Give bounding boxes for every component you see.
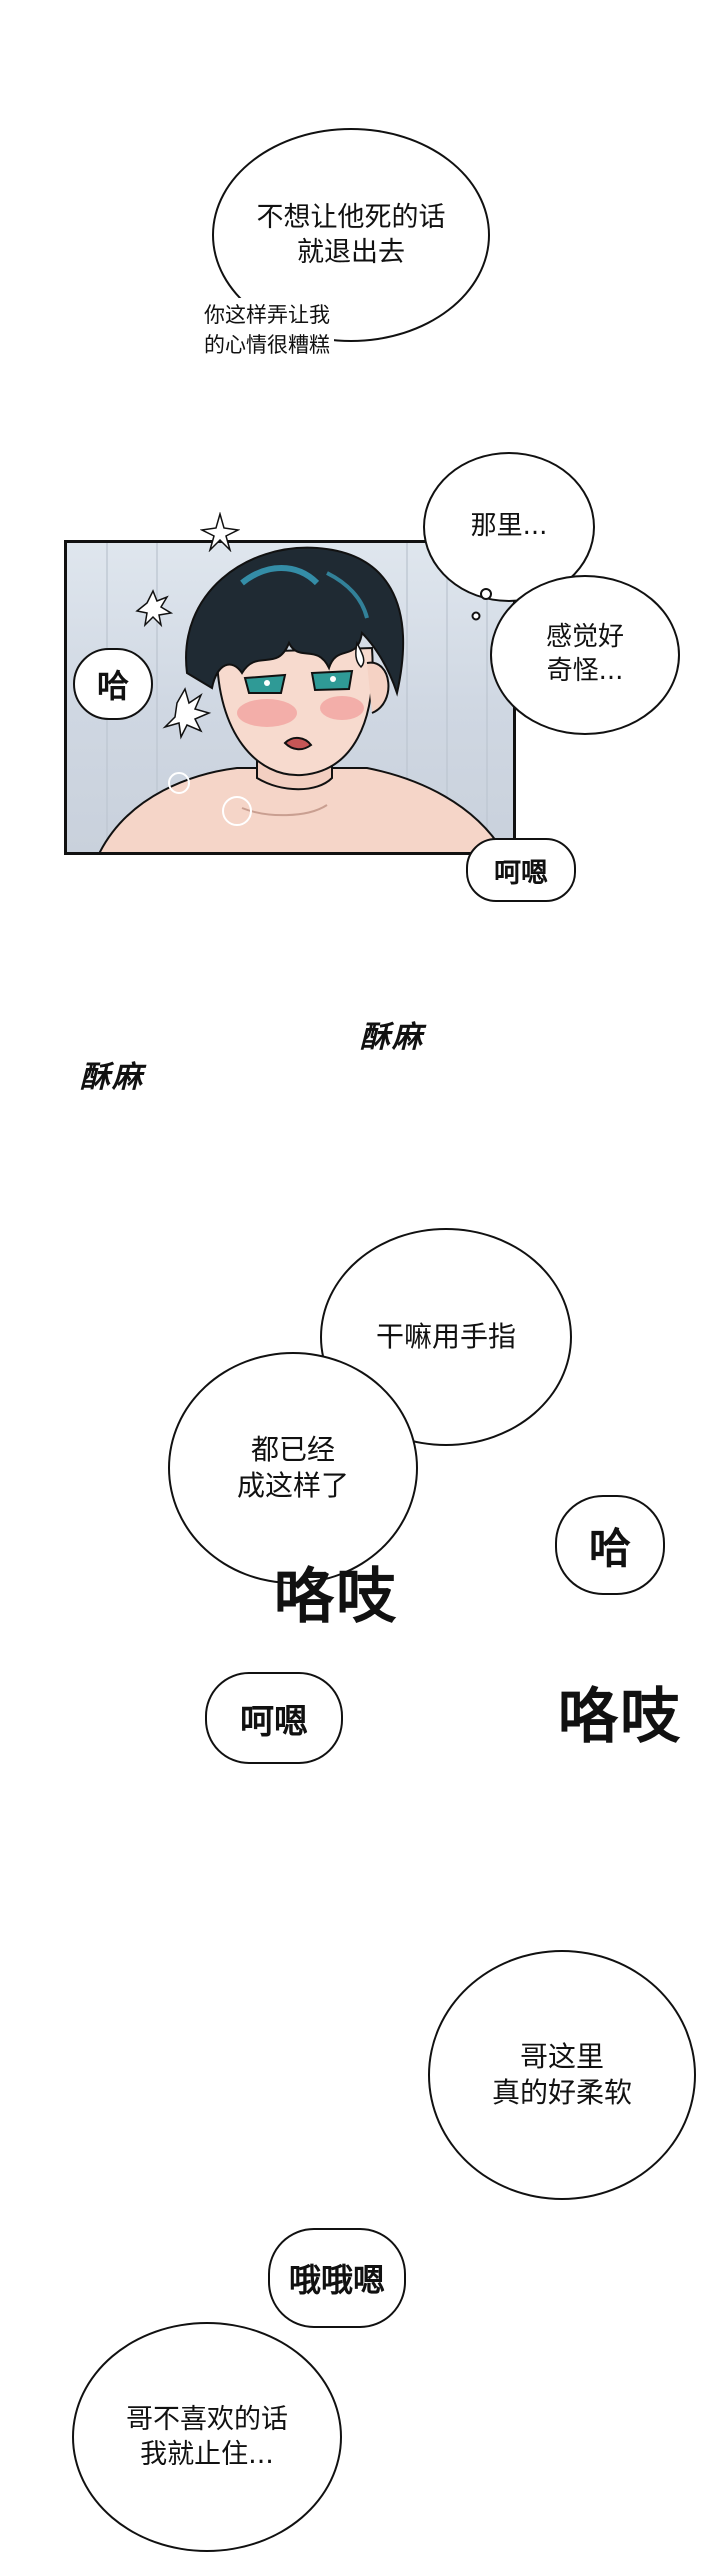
sfx-text: 咯吱 <box>274 1562 398 1632</box>
bubble-text: 哥不喜欢的话 我就止住... <box>126 2403 288 2470</box>
character-illustration <box>99 543 505 852</box>
bubble-text: 哥这里 真的好柔软 <box>491 2039 632 2109</box>
sfx-text: 哈 <box>96 667 129 705</box>
sparkle-icon <box>200 512 240 552</box>
bubble-text: 感觉好 奇怪... <box>545 622 624 686</box>
sfx-bubble: 呵嗯 <box>466 838 576 902</box>
speech-bubble: 哥这里 真的好柔软 <box>428 1950 696 2200</box>
bubble-text: 那里... <box>470 511 548 542</box>
speech-bubble: 哥不喜欢的话 我就止住... <box>72 2322 342 2552</box>
sfx-bubble: 哈 <box>555 1495 665 1595</box>
bubble-text: 不想让他死的话 就退出去 <box>256 201 446 268</box>
bubble-text: 都已经 成这样了 <box>236 1432 349 1502</box>
speech-bubble: 感觉好 奇怪... <box>490 575 680 735</box>
thought-dots <box>471 588 492 621</box>
sfx-text: 哈 <box>588 1523 631 1573</box>
bubble-text: 干嘛用手指 <box>375 1319 516 1353</box>
sfx-text: 呵嗯 <box>240 1701 308 1742</box>
sfx-text: 呵嗯 <box>494 857 548 889</box>
sfx-bubble: 哈 <box>73 648 153 720</box>
sfx-bubble: 哦哦嗯 <box>268 2228 406 2328</box>
sfx-text: 酥麻 <box>360 1020 424 1055</box>
sfx-text: 咯吱 <box>558 1682 682 1752</box>
sfx-text: 酥麻 <box>80 1060 144 1095</box>
sfx-text: 哦哦嗯 <box>288 2261 385 2299</box>
sfx-bubble: 呵嗯 <box>205 1672 343 1764</box>
whisper-text: 你这样弄让我 的心情很糟糕 <box>200 298 334 363</box>
speech-bubble: 都已经 成这样了 <box>168 1352 418 1584</box>
